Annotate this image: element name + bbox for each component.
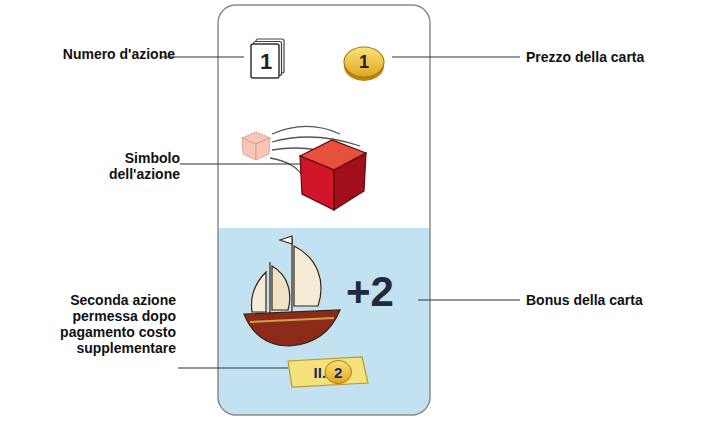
cost-number: 2 (334, 364, 342, 381)
extra-cost-ticket: II. 2 (288, 357, 368, 387)
callout-label: Prezzo della carta (526, 49, 721, 65)
action-number-box: 1 (251, 44, 281, 80)
bonus-value: +2 (346, 270, 426, 314)
card-number: 1 (359, 52, 369, 73)
card-number: 1 (260, 49, 272, 75)
callout-label: Seconda azione permessa dopo pagamento c… (4, 292, 176, 356)
callout-label: Numero d'azione (60, 46, 175, 62)
card-number: II. (314, 364, 327, 381)
price-coin: 1 (344, 47, 384, 77)
callout-label: Bonus della carta (526, 292, 721, 308)
callout-label: Simbolo dell'azione (60, 150, 180, 182)
ticket-shape (288, 357, 368, 387)
